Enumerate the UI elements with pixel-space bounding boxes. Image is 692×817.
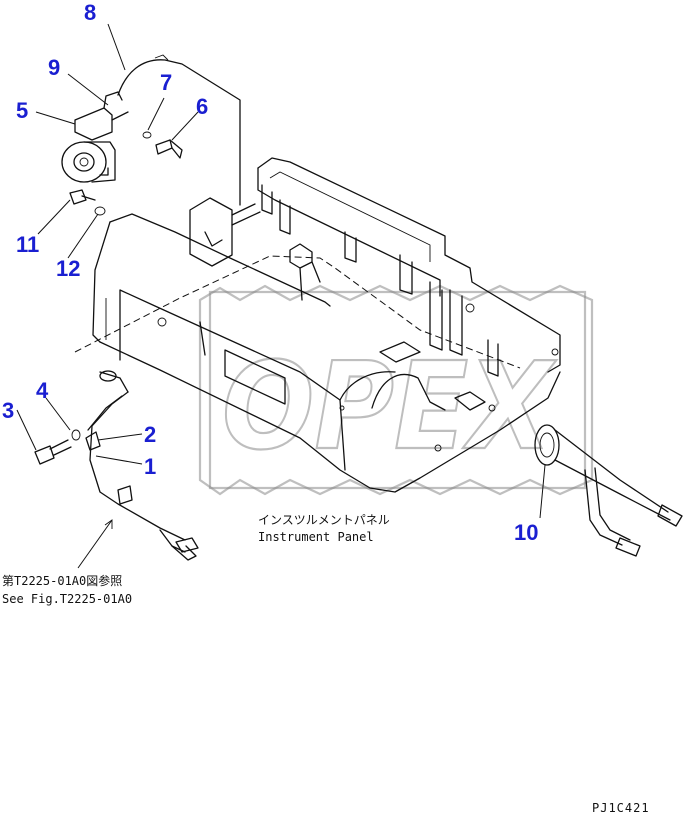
callout-9: 9 bbox=[48, 55, 60, 80]
reference-label-jp: 第T2225-01A0図参照 bbox=[2, 573, 122, 588]
callout-6: 6 bbox=[196, 94, 208, 119]
watermark-logo: OPEX bbox=[198, 284, 594, 496]
figure-code: PJ1C421 bbox=[592, 801, 650, 815]
callout-3: 3 bbox=[2, 398, 14, 423]
reference-label-en: See Fig.T2225-01A0 bbox=[2, 592, 132, 606]
callout-4: 4 bbox=[36, 378, 49, 403]
callout-10: 10 bbox=[514, 520, 538, 545]
callout-8: 8 bbox=[84, 0, 96, 25]
panel-label-en: Instrument Panel bbox=[258, 530, 374, 544]
callout-7: 7 bbox=[160, 70, 172, 95]
callout-2: 2 bbox=[144, 422, 156, 447]
panel-label-jp: インスツルメントパネル bbox=[258, 513, 390, 527]
watermark-text: OPEX bbox=[222, 338, 557, 477]
bolt-washer-top bbox=[69, 189, 106, 216]
connector-assembly bbox=[534, 424, 683, 557]
leader-lines bbox=[16, 23, 546, 569]
bolt-washer-bottom bbox=[34, 429, 81, 465]
callout-11: 11 bbox=[16, 232, 39, 257]
callout-5: 5 bbox=[16, 98, 28, 123]
instrument-panel bbox=[74, 157, 561, 493]
callout-12: 12 bbox=[56, 256, 80, 281]
wiring-harness bbox=[85, 370, 199, 561]
horn-assembly bbox=[61, 54, 241, 206]
callout-1: 1 bbox=[144, 454, 156, 479]
callout-labels: 8 9 5 7 6 11 12 3 4 2 1 10 bbox=[2, 0, 538, 545]
annotations: インスツルメントパネル Instrument Panel 第T2225-01A0… bbox=[2, 513, 650, 815]
